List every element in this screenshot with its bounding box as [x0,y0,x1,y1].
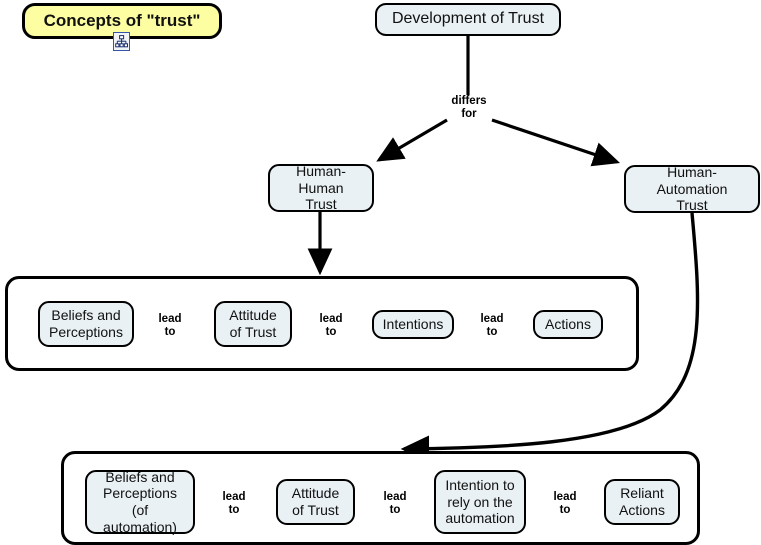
hierarchy-glyph [115,34,128,47]
node-human-human-trust[interactable]: Human-Human Trust [268,163,374,212]
edge-label-ha-lead-to-3: lead to [553,491,577,516]
node-ha-beliefs-and-perceptions[interactable]: Beliefs and Perceptions (of automation) [85,469,195,535]
edge-label-ha-lead-to-1: lead to [222,491,246,516]
edge-label-hh-lead-to-2: lead to [319,313,343,338]
edge-label-hh-lead-to-1: lead to [158,313,182,338]
node-ha-attitude-of-trust[interactable]: Attitude of Trust [276,479,355,525]
edge-differs-to-human-automation [491,118,621,167]
edge-human-automation-to-chain [400,212,700,462]
node-ha-intention-to-rely[interactable]: Intention to rely on the automation [434,470,526,534]
node-human-automation-trust[interactable]: Human-Automation Trust [624,164,760,213]
hierarchy-resource-icon[interactable] [113,32,130,51]
edge-label-hh-lead-to-3: lead to [480,313,504,338]
node-development-of-trust[interactable]: Development of Trust [375,3,561,36]
edge-differs-to-human-human [376,118,448,162]
node-hh-beliefs-and-perceptions[interactable]: Beliefs and Perceptions [38,301,134,347]
node-hh-attitude-of-trust[interactable]: Attitude of Trust [214,301,292,347]
node-hh-intentions[interactable]: Intentions [372,310,454,339]
edge-label-ha-lead-to-2: lead to [383,491,407,516]
node-hh-actions[interactable]: Actions [533,310,603,339]
node-ha-reliant-actions[interactable]: Reliant Actions [604,479,680,525]
edge-label-differs-for: differs for [451,95,487,120]
